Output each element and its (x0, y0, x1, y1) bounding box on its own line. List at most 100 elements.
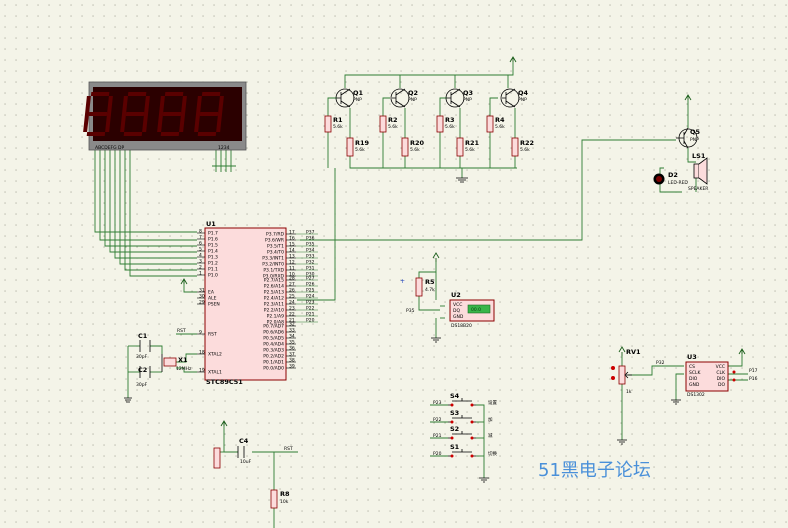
segment (123, 132, 143, 136)
u1-net-label: P37 (306, 230, 315, 236)
segment-pin-labels: ABCDEFG DP (95, 145, 125, 151)
switch-function: 加 (488, 416, 493, 423)
reset-parts (213, 446, 278, 509)
u1-pin-name: P2.0/A8 (267, 320, 284, 326)
u1-net-label: P22 (306, 306, 315, 312)
switch-s2[interactable] (448, 431, 476, 440)
resistor-value: 5.6k (410, 147, 420, 153)
wires (94, 62, 748, 528)
resistor-r3[interactable] (436, 115, 444, 133)
led-d2[interactable] (653, 173, 665, 185)
resistor-r22[interactable] (511, 137, 519, 157)
transistor-q3[interactable] (445, 88, 465, 108)
u2-part: DS18B20 (451, 323, 472, 329)
u3-net-p17: P17 (749, 368, 758, 374)
u1-pin-name: P0.4/AD4 (263, 342, 284, 348)
u1-pin-name: PSEN (208, 302, 220, 308)
resistor-value: 5.6k (520, 147, 530, 153)
potentiometer-rv1[interactable] (611, 365, 632, 385)
u1-pin-name: P0.3/AD3 (263, 348, 284, 354)
q5-type: PNP (690, 137, 699, 143)
segment (196, 96, 202, 114)
resistor-r2[interactable] (379, 115, 387, 133)
segment (88, 112, 108, 116)
u1-pin-name: P0.5/AD5 (263, 336, 284, 342)
transistor-q1[interactable] (335, 88, 355, 108)
probe-markers (732, 370, 736, 382)
digit-2 (120, 92, 150, 136)
u1-pin-name: P2.1/A9 (267, 314, 284, 320)
switch-s1[interactable] (448, 449, 476, 458)
digit-4 (194, 92, 224, 136)
u1-net-label: P20 (306, 318, 315, 324)
r5-resistor[interactable] (415, 277, 423, 297)
u1-pin-name: P0.7/AD7 (263, 324, 284, 330)
u1-pin-num: 9 (199, 330, 202, 336)
resistor-r1[interactable] (324, 115, 332, 133)
ds18b20-u2[interactable] (449, 299, 495, 322)
ds1302-u3[interactable] (685, 361, 729, 392)
u1-pin-num: 28 (289, 276, 295, 282)
resistor-ref: R20 (410, 139, 425, 147)
mcu-u1[interactable] (204, 227, 287, 381)
resistor-ref: R21 (465, 139, 480, 147)
u1-pin-num: 5 (199, 247, 202, 253)
u1-pin-num: 27 (289, 282, 295, 288)
u3-pin-name: CS (689, 364, 695, 370)
c1-value: 30pF (136, 354, 148, 360)
u3-pin-name: CLK (716, 370, 726, 376)
switch-s4[interactable] (448, 398, 476, 407)
q5-transistor[interactable] (676, 127, 698, 149)
u1-net-label: P23 (306, 300, 315, 306)
resistor-r20[interactable] (401, 137, 409, 157)
u1-pin-num: 11 (289, 266, 295, 272)
u1-pin-num: 38 (289, 358, 295, 364)
u1-pin-num: 37 (289, 352, 295, 358)
u1-net-label: P31 (306, 266, 315, 272)
u1-pin-num: 1 (199, 271, 202, 277)
resistor-r19[interactable] (346, 137, 354, 157)
resistor-r4[interactable] (486, 115, 494, 133)
segment (86, 132, 106, 136)
u1-pin-num: 15 (289, 242, 295, 248)
ls1-value: SPEAKER (688, 186, 708, 192)
u1-pin-num: 31 (199, 288, 205, 294)
u3-net-p16: P16 (749, 376, 758, 382)
rst-net-label: RST (177, 328, 186, 334)
x1-ref: X1 (178, 356, 188, 364)
u1-pin-name: P3.2/INT0 (262, 262, 284, 268)
crystal-parts (124, 340, 177, 403)
u1-pin-num: 8 (199, 229, 202, 235)
transistor-q4[interactable] (500, 88, 520, 108)
resistor-r21[interactable] (456, 137, 464, 157)
u1-pin-num: 10 (289, 272, 295, 278)
u1-pin-name: P3.7/RD (266, 232, 285, 238)
segment (120, 114, 127, 132)
u1-pin-num: 6 (199, 241, 202, 247)
c1-ref: C1 (138, 332, 148, 340)
ls1-ref: LS1 (692, 152, 706, 160)
d2-ref: D2 (668, 171, 678, 179)
resistor-ref: R4 (495, 116, 505, 124)
u1-pin-name: P2.7/A15 (264, 278, 284, 284)
probe-marker: + (400, 278, 405, 285)
transistor-ref: Q1 (353, 89, 364, 97)
u1-pin-num: 26 (289, 288, 295, 294)
rv1-ref: RV1 (626, 348, 641, 356)
u1-pin-name: P2.6/A14 (264, 284, 284, 290)
u2-ref: U2 (451, 291, 461, 299)
u1-pin-num: 23 (289, 306, 295, 312)
switch-s3[interactable] (448, 415, 476, 424)
u1-pin-name: P1.5 (208, 243, 218, 249)
speaker-ls1[interactable] (693, 157, 708, 185)
u1-pin-name: RST (208, 332, 217, 338)
u1-pin-name: XTAL2 (208, 352, 222, 358)
transistor-q2[interactable] (390, 88, 410, 108)
u1-pin-num: 29 (199, 300, 205, 306)
